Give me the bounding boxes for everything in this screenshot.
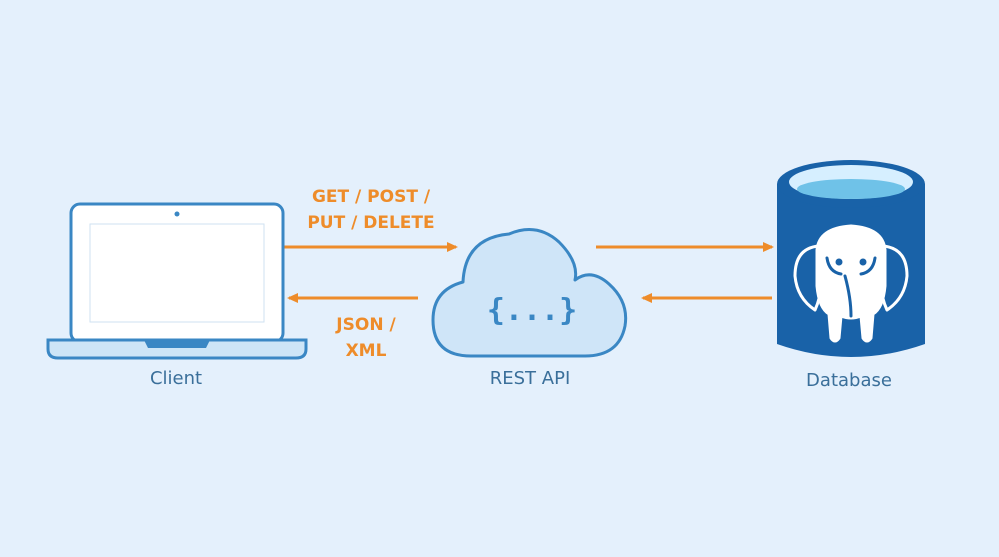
client-label: Client — [149, 368, 203, 389]
response-format-line-1: JSON / — [336, 315, 396, 335]
laptop-icon — [46, 202, 308, 360]
database-node — [775, 158, 927, 364]
api-label: REST API — [489, 368, 571, 389]
database-cylinder-icon — [777, 160, 925, 357]
request-methods-label: GET / POST / PUT / DELETE — [296, 184, 446, 236]
api-node: {...} — [429, 222, 633, 360]
api-glyph: {...} — [487, 293, 577, 328]
response-format-label: JSON / XML — [316, 312, 416, 364]
postgresql-elephant-icon — [793, 224, 909, 343]
cloud-icon: {...} — [431, 228, 628, 358]
response-format-line-2: XML — [345, 341, 387, 361]
client-node — [46, 200, 308, 362]
request-methods-line-1: GET / POST / — [311, 187, 431, 207]
database-label: Database — [806, 370, 892, 391]
request-methods-line-2: PUT / DELETE — [307, 213, 435, 233]
